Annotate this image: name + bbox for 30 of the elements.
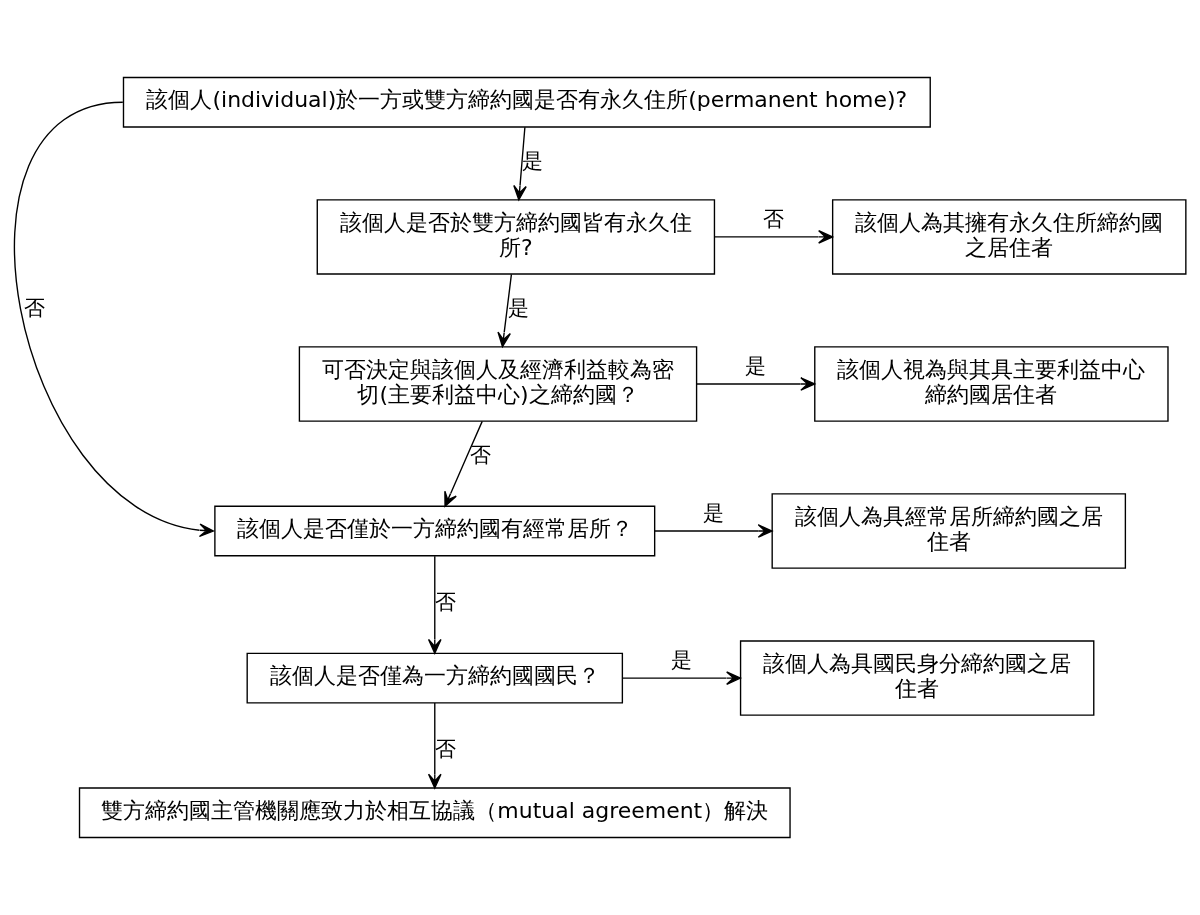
edge-label: 是: [508, 296, 530, 321]
node-box: 該個人為具經常居所締約國之居住者: [771, 493, 1127, 569]
arrow: [497, 273, 513, 348]
arrow: [513, 126, 527, 201]
node-box: 雙方締約國主管機關應致力於相互協議（mutual agreement）解決: [78, 787, 791, 839]
arrow: [714, 230, 834, 244]
edge-label: 是: [521, 149, 543, 174]
edge-label: 是: [702, 501, 724, 526]
node-box: 該個人是否於雙方締約國皆有永久住所?: [316, 199, 716, 275]
node-box: 該個人視為與其具主要利益中心締約國居住者: [814, 346, 1169, 422]
edge-label: 否: [24, 296, 46, 321]
arrow: [427, 702, 442, 789]
arrow: [696, 377, 816, 391]
arrow: [13, 101, 215, 538]
edge-label: 是: [670, 648, 692, 673]
edge-label: 否: [469, 443, 491, 468]
node-box: 該個人是否僅為一方締約國國民？: [246, 652, 624, 704]
arrow: [444, 420, 483, 507]
edge-label: 否: [435, 590, 457, 615]
node-box: 該個人為具國民身分締約國之居住者: [739, 640, 1095, 716]
node-box: 可否決定與該個人及經濟利益較為密切(主要利益中心)之締約國？: [298, 346, 698, 422]
node-box: 該個人為其擁有永久住所締約國之居住者: [831, 199, 1187, 275]
node-box: 該個人是否僅於一方締約國有經常居所？: [214, 505, 656, 557]
edge-label: 否: [435, 737, 457, 762]
node-box: 該個人(individual)於一方或雙方締約國是否有永久住所(permanent home)?: [122, 76, 931, 128]
arrow: [427, 555, 442, 654]
edge-label: 否: [763, 206, 785, 231]
arrow: [621, 671, 742, 685]
arrow: [654, 524, 773, 538]
edge-label: 是: [745, 353, 767, 378]
